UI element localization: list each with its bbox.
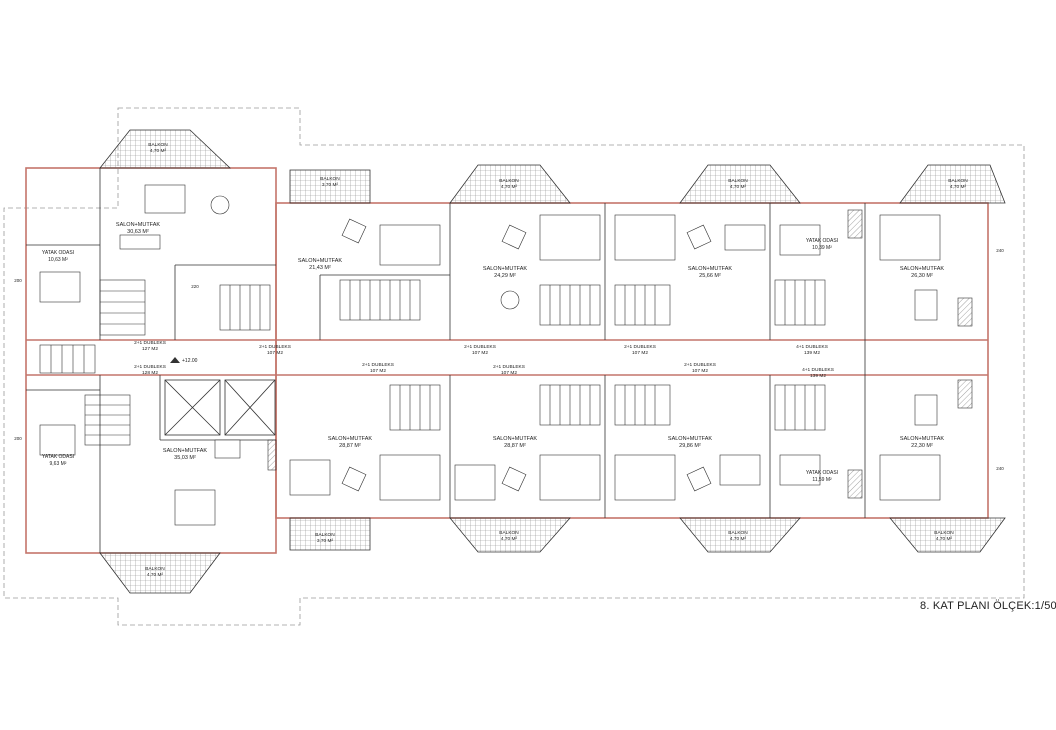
duplex-size: 107 M2: [692, 368, 708, 374]
balcony-area: 4,70 M²: [147, 572, 164, 578]
unit-area: 25,66 M²: [699, 273, 721, 279]
dimension-value: 240: [996, 466, 1004, 471]
unit-area: 22,30 M²: [911, 443, 933, 449]
balcony-area: 4,70 M²: [150, 148, 167, 154]
unit-area: 21,43 M²: [309, 265, 331, 271]
balcony-name: BALKON: [315, 532, 335, 538]
duplex-type: 2+1 DUBLEKS: [134, 340, 166, 346]
balcony-labels-top: BALKON 4,70 M² BALKON 3,70 M² BALKON 4,7…: [148, 142, 968, 190]
dimension-value: 240: [996, 248, 1004, 253]
unit-type: SALON+MUTFAK: [163, 448, 207, 454]
unit-area: 35,03 M²: [174, 455, 196, 461]
duplex-type: 4+1 DUBLEKS: [802, 367, 834, 373]
unit-labels-bottom: SALON+MUTFAK 35,03 M² SALON+MUTFAK 28,87…: [163, 436, 944, 461]
duplex-size: 128 M2: [142, 370, 158, 376]
bedroom-area: 10,63 M²: [48, 257, 68, 263]
duplex-type: 2+1 DUBLEKS: [624, 344, 656, 350]
duplex-labels-top: 2+1 DUBLEKS 127 M2 2+1 DUBLEKS 107 M2 2+…: [134, 340, 828, 356]
unit-type: SALON+MUTFAK: [900, 266, 944, 272]
duplex-size: 107 M2: [501, 370, 517, 376]
unit-area: 30,63 M²: [127, 229, 149, 235]
plan-title: 8. KAT PLANI ÖLÇEK:1/50: [920, 600, 1056, 612]
duplex-type: 4+1 DUBLEKS: [796, 344, 828, 350]
duplex-type: 2+1 DUBLEKS: [362, 362, 394, 368]
balconies-bottom: [99, 517, 1006, 594]
bedroom-name: YATAK ODASI: [42, 454, 74, 460]
balcony-labels-bottom: BALKON 4,70 M² BALKON 3,70 M² BALKON 4,7…: [145, 530, 954, 578]
duplex-size: 107 M2: [632, 350, 648, 356]
dimension-value: 220: [191, 284, 199, 289]
elevation-marker: +12.00: [170, 357, 198, 364]
unit-area: 24,29 M²: [494, 273, 516, 279]
unit-type: SALON+MUTFAK: [900, 436, 944, 442]
duplex-type: 2+1 DUBLEKS: [493, 364, 525, 370]
bedroom-area: 11,59 M²: [812, 477, 832, 483]
inner-walls: [26, 168, 866, 553]
duplex-type: 2+1 DUBLEKS: [464, 344, 496, 350]
balcony-name: BALKON: [499, 530, 519, 536]
dimension-value: 200: [14, 436, 22, 441]
balcony-name: BALKON: [145, 566, 165, 572]
shafts: [267, 209, 973, 499]
bedroom-area: 9,63 M²: [50, 461, 67, 467]
duplex-type: 2+1 DUBLEKS: [134, 364, 166, 370]
unit-area: 26,30 M²: [911, 273, 933, 279]
site-boundary: [3, 107, 1025, 626]
unit-type: SALON+MUTFAK: [668, 436, 712, 442]
unit-type: SALON+MUTFAK: [483, 266, 527, 272]
balconies-top: [99, 129, 1006, 204]
furniture: [39, 184, 941, 526]
duplex-size: 107 M2: [370, 368, 386, 374]
balcony-area: 3,70 M²: [322, 182, 339, 188]
duplex-type: 2+1 DUBLEKS: [259, 344, 291, 350]
balcony-name: BALKON: [499, 178, 519, 184]
unit-type: SALON+MUTFAK: [688, 266, 732, 272]
bedroom-name: YATAK ODASI: [42, 250, 74, 256]
balcony-name: BALKON: [728, 178, 748, 184]
unit-type: SALON+MUTFAK: [298, 258, 342, 264]
balcony-area: 4,70 M²: [501, 536, 518, 542]
balcony-area: 4,70 M²: [730, 184, 747, 190]
balcony-name: BALKON: [948, 178, 968, 184]
duplex-size: 139 M2: [804, 350, 820, 356]
duplex-size: 107 M2: [267, 350, 283, 356]
unit-area: 28,87 M²: [339, 443, 361, 449]
duplex-size: 127 M2: [142, 346, 158, 352]
stairs: [39, 279, 826, 446]
elevation-label: +12.00: [182, 358, 198, 364]
balcony-area: 4,70 M²: [936, 536, 953, 542]
dimension-value: 200: [14, 278, 22, 283]
balcony-name: BALKON: [728, 530, 748, 536]
duplex-size: 107 M2: [472, 350, 488, 356]
unit-type: SALON+MUTFAK: [328, 436, 372, 442]
bedroom-name: YATAK ODASI: [806, 238, 838, 244]
balcony-area: 4,70 M²: [730, 536, 747, 542]
balcony-name: BALKON: [148, 142, 168, 148]
unit-type: SALON+MUTFAK: [116, 222, 160, 228]
duplex-type: 2+1 DUBLEKS: [684, 362, 716, 368]
unit-area: 28,87 M²: [504, 443, 526, 449]
light-wells: [164, 379, 276, 436]
balcony-area: 4,70 M²: [501, 184, 518, 190]
duplex-size: 139 M2: [810, 373, 826, 379]
dimension-tags: 200 200 220 240 240: [14, 248, 1004, 471]
unit-area: 29,86 M²: [679, 443, 701, 449]
bedroom-labels: YATAK ODASI 10,63 M² YATAK ODASI 9,63 M²…: [42, 238, 838, 483]
bedroom-name: YATAK ODASI: [806, 470, 838, 476]
balcony-area: 3,70 M²: [317, 538, 334, 544]
balcony-name: BALKON: [320, 176, 340, 182]
unit-type: SALON+MUTFAK: [493, 436, 537, 442]
balcony-name: BALKON: [934, 530, 954, 536]
bedroom-area: 10,39 M²: [812, 245, 832, 251]
building-walls: [25, 167, 989, 554]
balcony-area: 4,70 M²: [950, 184, 967, 190]
unit-labels-top: SALON+MUTFAK 30,63 M² SALON+MUTFAK 21,43…: [116, 222, 944, 279]
duplex-labels-bottom: 2+1 DUBLEKS 128 M2 2+1 DUBLEKS 107 M2 2+…: [134, 362, 834, 379]
